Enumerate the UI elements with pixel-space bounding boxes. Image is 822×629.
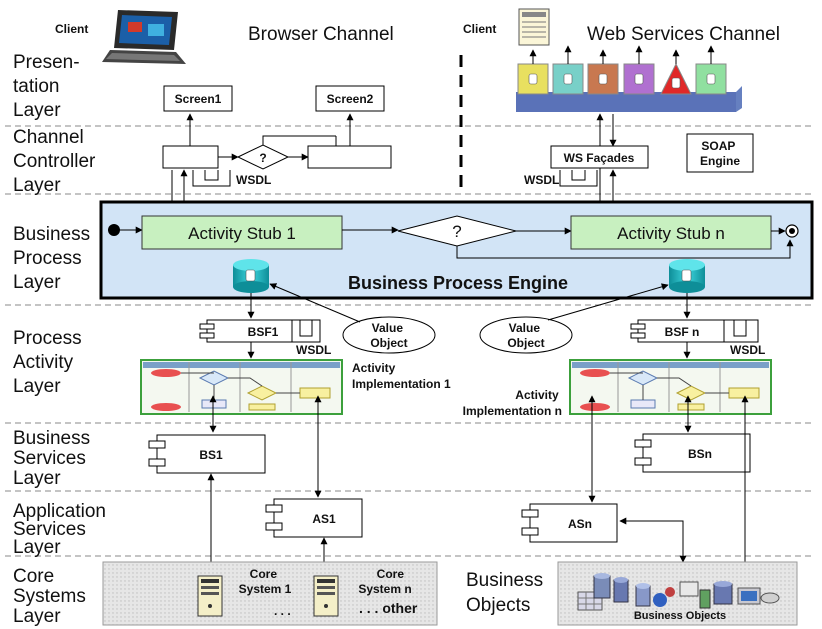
wsdl-label-bsfn: WSDL	[730, 343, 765, 357]
activity-implementation-1-diagram	[140, 359, 343, 415]
value-object-left-label: Value Object	[370, 321, 407, 350]
bsfn-label: BSF n	[665, 325, 700, 339]
screen1-label: Screen1	[175, 92, 222, 106]
core-system-1-label: Core System 1	[239, 567, 292, 596]
activity-stub-n	[570, 215, 772, 250]
layer-label-channel-controller: Channel Controller Layer	[13, 127, 101, 196]
screen2-label: Screen2	[327, 92, 374, 106]
bs1-component	[148, 434, 266, 474]
soap-engine-box	[686, 133, 754, 173]
layer-label-application-services: Application Services Layer	[13, 501, 111, 558]
stubn-database-icon	[669, 259, 705, 293]
server-icon-n	[313, 575, 339, 617]
layer-label-business-process: Business Process Layer	[13, 224, 95, 293]
web-services-channel-heading: Web Services Channel	[587, 24, 780, 45]
core-system-n-dots: . . . other	[359, 600, 418, 616]
asn-label: ASn	[568, 517, 592, 531]
bsf1-component	[199, 319, 321, 343]
activity-stub-n-label: Activity Stub n	[617, 224, 725, 243]
screen1-box	[163, 85, 233, 112]
service-connectors	[207, 395, 749, 577]
activity-implementation-1-label: Activity Implementation 1	[352, 361, 451, 391]
activity-stub-1	[141, 215, 343, 250]
layer-label-presentation: Presen- tation Layer	[13, 52, 85, 121]
layer-label-business-services: Business Services Layer	[13, 428, 95, 489]
as1-component	[265, 498, 363, 538]
bsfn-component	[630, 319, 759, 343]
activity-implementation-n-label: Activity Implementation n	[463, 388, 562, 418]
client-document-icon	[518, 8, 550, 46]
business-objects-label: Business Objects	[466, 570, 548, 616]
core-systems-panel	[102, 561, 438, 626]
asn-component	[521, 503, 618, 543]
layer-label-process-activity: Process Activity Layer	[13, 328, 87, 397]
bsf1-label: BSF1	[248, 325, 279, 339]
business-objects-icons	[577, 573, 780, 611]
wsdl-label-controller-left: WSDL	[236, 173, 271, 187]
bsn-component	[634, 433, 751, 473]
business-objects-caption: Business Objects	[634, 610, 726, 622]
process-start-node	[108, 224, 120, 236]
process-decision-label: ?	[452, 222, 461, 241]
wsdl-port-left-icon	[192, 170, 231, 187]
controller-decision-label: ?	[259, 151, 266, 165]
value-object-right-label: Value Object	[507, 321, 544, 350]
layer-separators	[5, 55, 815, 557]
value-object-right	[479, 316, 573, 354]
soap-engine-label: SOAP Engine	[700, 139, 740, 168]
value-object-left	[342, 316, 436, 354]
stub1-database-icon	[233, 259, 269, 293]
screen2-box	[315, 85, 385, 112]
controller-box-left	[162, 145, 219, 169]
client-label-left: Client	[55, 22, 88, 36]
laptop-icon	[102, 10, 186, 64]
wsdl-label-controller-right: WSDL	[524, 173, 559, 187]
layer-labels: Presen- tation Layer Channel Controller …	[13, 52, 111, 627]
web-services-cubes	[516, 45, 742, 112]
ws-facades-label: WS Façades	[564, 151, 635, 165]
activity-stub-1-label: Activity Stub 1	[188, 224, 296, 243]
server-icon-1	[197, 575, 223, 617]
core-system-n-label: Core System n	[358, 567, 411, 596]
controller-box-right	[307, 145, 392, 169]
bs1-label: BS1	[199, 448, 223, 462]
business-process-engine-label: Business Process Engine	[348, 273, 568, 293]
as1-label: AS1	[312, 512, 336, 526]
core-system-1-dots: . . .	[274, 604, 291, 618]
browser-channel-heading: Browser Channel	[248, 24, 394, 45]
wsdl-port-right-icon	[559, 170, 598, 187]
wsdl-label-bsf1: WSDL	[296, 343, 331, 357]
activity-implementation-n-diagram	[569, 359, 772, 415]
layer-label-core-systems: Core Systems Layer	[13, 566, 91, 627]
client-label-right: Client	[463, 22, 496, 36]
bsn-label: BSn	[688, 447, 712, 461]
